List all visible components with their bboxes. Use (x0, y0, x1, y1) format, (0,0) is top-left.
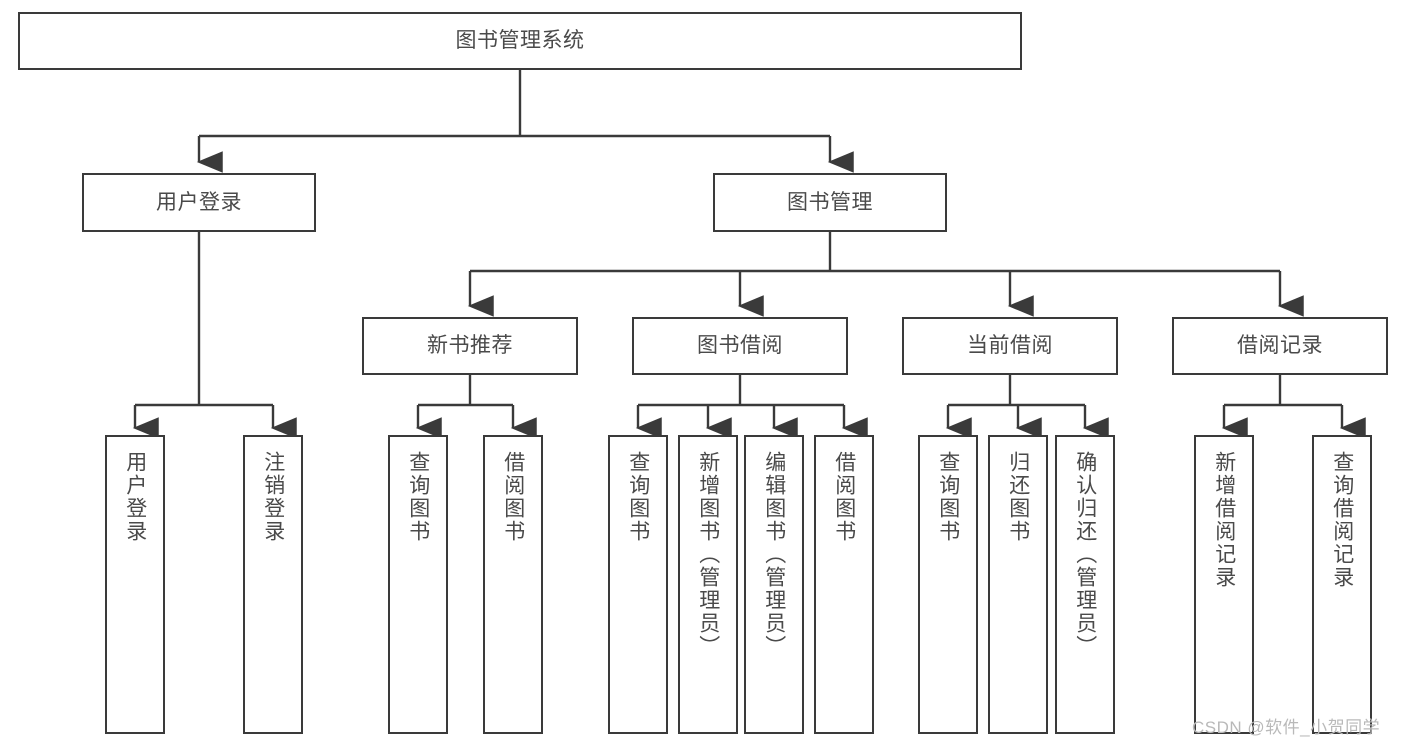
node-leaf-borrow-book-2[interactable]: 借阅图书 (814, 435, 874, 734)
node-leaf-return-book-label: 归还图书 (1006, 451, 1030, 543)
node-leaf-return-book[interactable]: 归还图书 (988, 435, 1048, 734)
node-leaf-query-record-label: 查询借阅记录 (1330, 451, 1354, 589)
node-leaf-edit-book-label: 编辑图书（管理员） (762, 451, 786, 658)
node-leaf-query-book-1-label: 查询图书 (406, 451, 430, 543)
node-book-management-label: 图书管理 (787, 190, 873, 214)
node-leaf-borrow-book-1-label: 借阅图书 (501, 451, 525, 543)
node-leaf-confirm-return-label: 确认归还（管理员） (1073, 451, 1097, 658)
node-leaf-query-book-3-label: 查询图书 (936, 451, 960, 543)
node-new-book-recommend[interactable]: 新书推荐 (362, 317, 578, 375)
node-book-borrow-label: 图书借阅 (697, 334, 783, 358)
node-leaf-add-book[interactable]: 新增图书（管理员） (678, 435, 738, 734)
node-leaf-add-book-label: 新增图书（管理员） (696, 451, 720, 658)
node-current-borrow-label: 当前借阅 (967, 334, 1053, 358)
node-current-borrow[interactable]: 当前借阅 (902, 317, 1118, 375)
node-leaf-user-login-label: 用户登录 (123, 451, 147, 543)
node-borrow-record-label: 借阅记录 (1237, 334, 1323, 358)
node-leaf-add-record[interactable]: 新增借阅记录 (1194, 435, 1254, 734)
node-root-label: 图书管理系统 (455, 29, 585, 53)
node-leaf-query-book-1[interactable]: 查询图书 (388, 435, 448, 734)
node-new-book-recommend-label: 新书推荐 (427, 334, 513, 358)
node-leaf-logout-login[interactable]: 注销登录 (243, 435, 303, 734)
node-leaf-query-book-3[interactable]: 查询图书 (918, 435, 978, 734)
node-leaf-add-record-label: 新增借阅记录 (1212, 451, 1236, 589)
node-book-borrow[interactable]: 图书借阅 (632, 317, 848, 375)
node-leaf-edit-book[interactable]: 编辑图书（管理员） (744, 435, 804, 734)
node-root[interactable]: 图书管理系统 (18, 12, 1022, 70)
node-leaf-query-book-2-label: 查询图书 (626, 451, 650, 543)
node-leaf-user-login[interactable]: 用户登录 (105, 435, 165, 734)
node-leaf-logout-login-label: 注销登录 (261, 451, 285, 543)
node-leaf-borrow-book-1[interactable]: 借阅图书 (483, 435, 543, 734)
node-book-management[interactable]: 图书管理 (713, 173, 947, 232)
node-borrow-record[interactable]: 借阅记录 (1172, 317, 1388, 375)
watermark-text: CSDN @软件_小贺同学 (1192, 718, 1381, 737)
node-leaf-confirm-return[interactable]: 确认归还（管理员） (1055, 435, 1115, 734)
node-leaf-borrow-book-2-label: 借阅图书 (832, 451, 856, 543)
node-user-login-label: 用户登录 (156, 190, 242, 214)
node-user-login[interactable]: 用户登录 (82, 173, 316, 232)
node-leaf-query-book-2[interactable]: 查询图书 (608, 435, 668, 734)
node-leaf-query-record[interactable]: 查询借阅记录 (1312, 435, 1372, 734)
